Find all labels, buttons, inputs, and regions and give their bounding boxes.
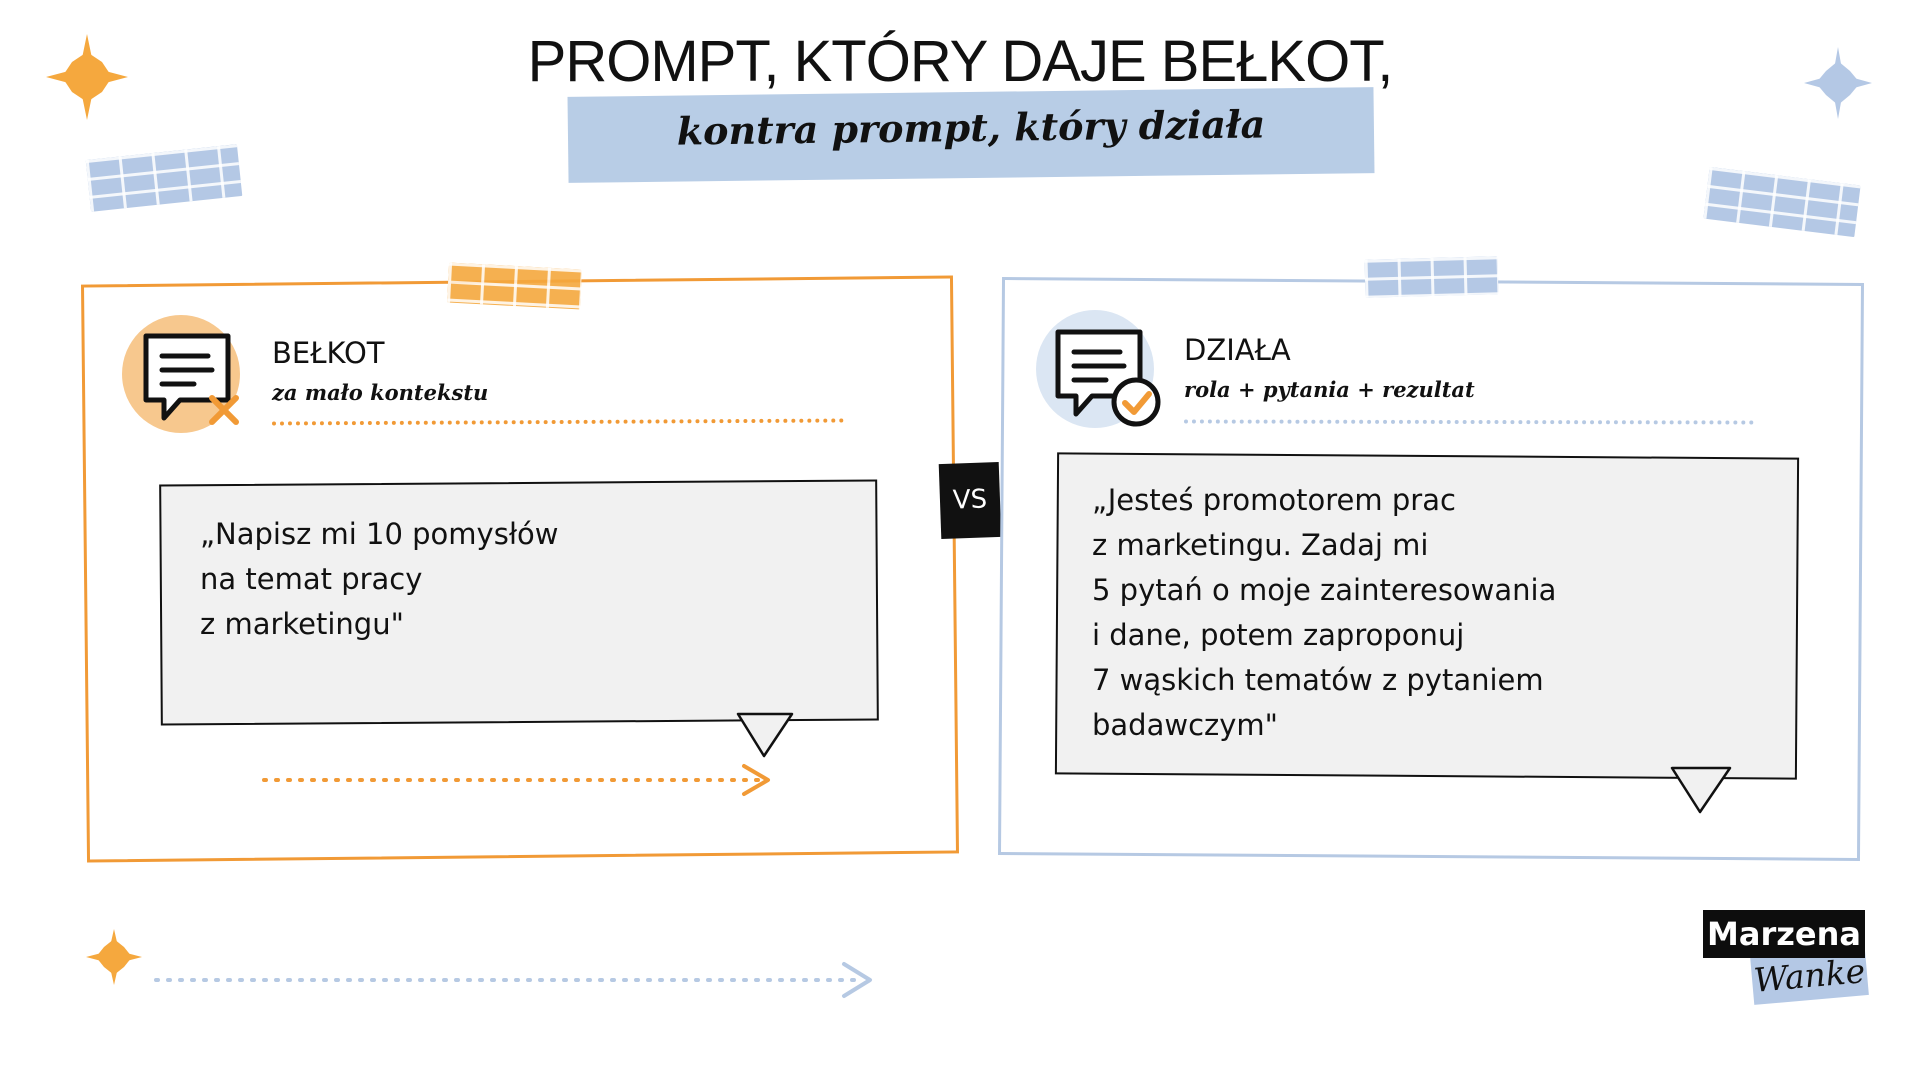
left-prompt-text: „Napisz mi 10 pomysłów na temat pracy z … bbox=[200, 512, 840, 647]
prompt-line: badawczym" bbox=[1092, 708, 1278, 742]
prompt-line: „Jesteś promotorem prac bbox=[1092, 483, 1456, 517]
prompt-line: 5 pytań o moje zainteresowania bbox=[1092, 573, 1557, 607]
vs-badge: VS bbox=[938, 461, 1002, 540]
tape-decoration bbox=[1703, 166, 1861, 238]
bubble-tail bbox=[1670, 766, 1732, 814]
page-title: PROMPT, KTÓRY DAJE BEŁKOT, bbox=[527, 29, 1394, 94]
right-card-subtitle: rola + pytania + rezultat bbox=[1184, 377, 1475, 402]
right-card-title: DZIAŁA bbox=[1184, 333, 1291, 367]
prompt-line: 7 wąskich tematów z pytaniem bbox=[1092, 663, 1544, 697]
logo-name: Marzena bbox=[1703, 910, 1865, 958]
prompt-line: i dane, potem zaproponuj bbox=[1092, 618, 1465, 652]
tape-decoration bbox=[1364, 256, 1499, 298]
chat-check-icon bbox=[1055, 329, 1161, 427]
left-card-title: BEŁKOT bbox=[272, 336, 385, 370]
tape-decoration bbox=[447, 262, 582, 310]
prompt-line: z marketingu" bbox=[200, 607, 404, 641]
blue-dotted-arrow bbox=[154, 962, 872, 998]
small-orange-star-icon bbox=[86, 929, 142, 985]
prompt-line: na temat pracy bbox=[200, 562, 423, 596]
orange-dotted-arrow bbox=[262, 764, 770, 796]
blue-star-icon bbox=[1804, 47, 1872, 119]
prompt-line: z marketingu. Zadaj mi bbox=[1092, 528, 1429, 562]
right-prompt-text: „Jesteś promotorem prac z marketingu. Za… bbox=[1092, 478, 1772, 748]
left-card-subtitle: za mało kontekstu bbox=[272, 380, 489, 405]
chat-x-icon bbox=[143, 333, 239, 425]
tape-decoration bbox=[85, 144, 243, 212]
orange-star-icon bbox=[46, 34, 128, 120]
prompt-line: „Napisz mi 10 pomysłów bbox=[200, 517, 559, 551]
bubble-tail bbox=[736, 712, 794, 758]
